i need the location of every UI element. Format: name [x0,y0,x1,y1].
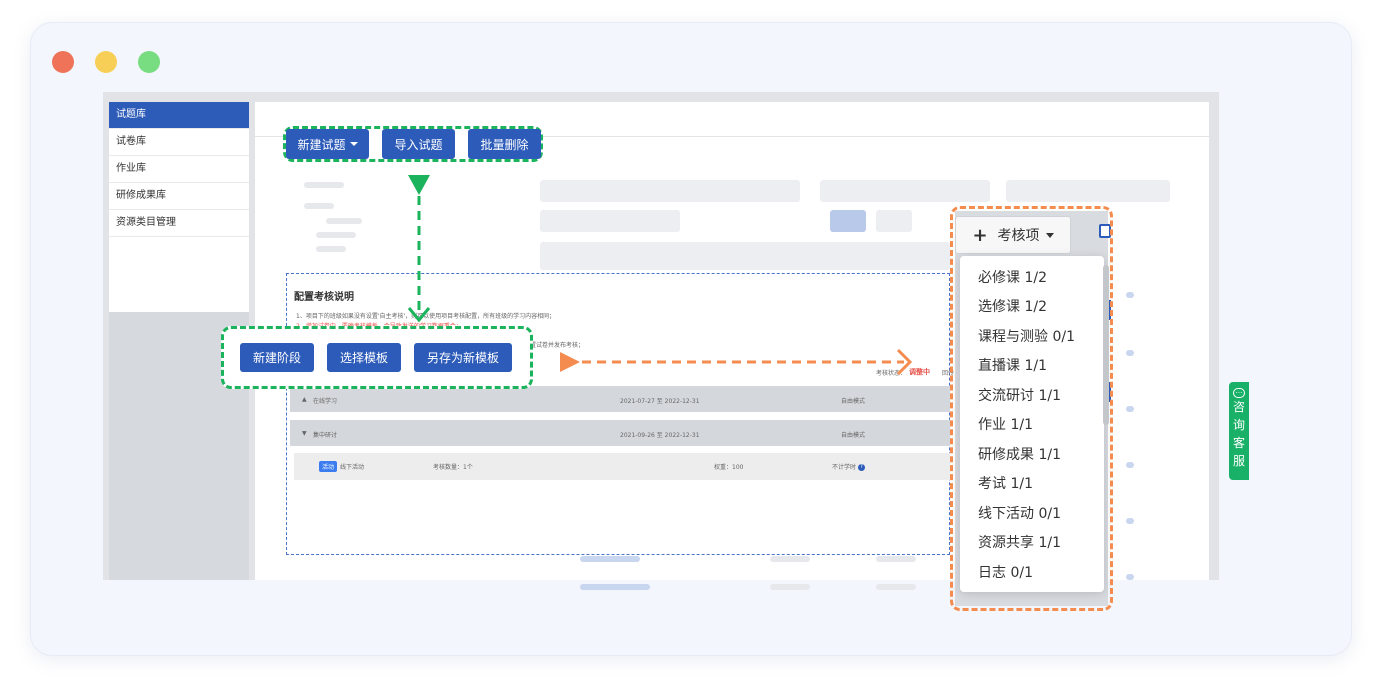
stage-name: 在线学习 [313,398,338,405]
maximize-window-dot[interactable] [138,51,160,73]
chat-bubble-icon: ··· [1233,388,1245,398]
plus-icon: + [972,224,988,246]
stage-mode: 自由模式 [841,432,866,439]
activity-weight: 权重：100 [714,464,744,471]
config-note: 置试卷并发布考核； [530,342,585,349]
blurred-tree-node [316,246,346,252]
sidebar: 试题库 试卷库 作业库 研修成果库 资源类目管理 [109,102,249,312]
blurred-reset-button [876,210,912,232]
support-char: 服 [1232,454,1245,468]
customer-service-tab[interactable]: ··· 咨 询 客 服 [1229,382,1249,480]
stage-mode: 自由模式 [841,398,866,405]
activity-count: 考核数量：1个 [433,464,473,471]
sidebar-item-question-bank[interactable]: 试题库 [109,102,249,129]
caret-down-icon [1045,232,1054,238]
menu-item-exam[interactable]: 考试 1/1 [978,476,1033,492]
blurred-tree-node [304,203,334,209]
batch-delete-button[interactable]: 批量删除 [468,129,541,159]
save-as-template-button[interactable]: 另存为新模板 [414,343,512,372]
activity-row[interactable]: 活动 线下活动 考核数量：1个 权重：100 不计学时 ? [294,453,950,480]
blurred-row-action [1126,350,1134,356]
stage-date: 2021-09-26 至 2022-12-31 [620,432,700,439]
blurred-table-header [540,242,950,270]
green-chevron-icon [407,307,431,323]
caret-up-icon: ▲ [302,396,307,403]
blurred-tree-node [326,218,362,224]
menu-item-required-course[interactable]: 必修课 1/2 [978,270,1047,286]
blurred-row-action [1126,462,1134,468]
config-title: 配置考核说明 [294,292,354,303]
blurred-filter-input [540,180,800,202]
sidebar-item-research-results[interactable]: 研修成果库 [109,183,249,210]
config-note: 1、项目下的班级如果没有设置'自主考核'，则可以使用项目考核配置，所有班级的学习… [296,313,556,320]
sidebar-item-homework-bank[interactable]: 作业库 [109,156,249,183]
orange-chevron-icon [896,348,913,376]
blurred-table-cell [876,584,916,590]
caret-down-icon [349,142,358,146]
new-stage-button[interactable]: 新建阶段 [240,343,314,372]
status-extra: 回传 [942,370,955,377]
blurred-row-action [1126,406,1134,412]
menu-item-elective-course[interactable]: 选修课 1/2 [978,299,1047,315]
assessment-menu: 必修课 1/2 选修课 1/2 课程与测验 0/1 直播课 1/1 交流研讨 1… [960,256,1104,592]
activity-tag: 活动 [319,461,338,472]
blurred-search-button [830,210,866,232]
support-char: 客 [1232,436,1245,450]
close-window-dot[interactable] [52,51,74,73]
blurred-table-cell [770,556,810,562]
toolbar-divider [255,136,1209,137]
sidebar-item-resource-categories[interactable]: 资源类目管理 [109,210,249,237]
menu-item-resource-sharing[interactable]: 资源共享 1/1 [978,535,1061,551]
menu-item-offline-activity[interactable]: 线下活动 0/1 [978,506,1061,522]
status-label: 考核状态： [876,370,907,377]
new-question-button[interactable]: 新建试题 [286,129,369,159]
sidebar-item-paper-bank[interactable]: 试卷库 [109,129,249,156]
blurred-row-action [1126,518,1134,524]
blurred-filter-input [540,210,680,232]
blurred-filter-select [1006,180,1170,202]
menu-item-discussion[interactable]: 交流研讨 1/1 [978,388,1061,404]
select-template-button[interactable]: 选择模板 [327,343,401,372]
import-question-button[interactable]: 导入试题 [382,129,455,159]
stage-row[interactable]: ▲ 在线学习 2021-07-27 至 2022-12-31 自由模式 [290,386,950,412]
activity-name: 线下活动 [340,464,365,471]
menu-item-live-class[interactable]: 直播课 1/1 [978,358,1047,374]
blurred-tree-title [304,182,344,188]
blurred-row-action [1126,574,1134,580]
menu-item-research-result[interactable]: 研修成果 1/1 [978,447,1061,463]
config-region-callout [286,273,950,555]
stage-row[interactable]: ▼ 集中研讨 2021-09-26 至 2022-12-31 自由模式 [290,420,950,446]
assessment-callout [950,206,1113,611]
blurred-table-cell [770,584,810,590]
menu-item-course-quiz[interactable]: 课程与测验 0/1 [978,329,1075,345]
menu-scrollbar[interactable] [1103,265,1109,425]
status-badge: 调整中 [909,368,930,376]
caret-down-icon: ▼ [302,430,307,437]
menu-item-homework[interactable]: 作业 1/1 [978,417,1033,433]
blurred-table-cell [876,556,916,562]
green-arrow-head-icon [408,175,430,195]
menu-item-journal[interactable]: 日志 0/1 [978,565,1033,581]
support-char: 询 [1232,418,1245,432]
blurred-table-link [580,584,650,590]
blurred-filter-select [820,180,990,202]
blurred-tree-node [316,232,356,238]
activity-hours: 不计学时 ? [832,462,865,471]
stage-date: 2021-07-27 至 2022-12-31 [620,398,700,405]
help-icon[interactable]: ? [857,464,865,471]
minimize-window-dot[interactable] [95,51,117,73]
support-char: 咨 [1232,400,1245,414]
stage-name: 集中研讨 [313,432,338,439]
blurred-table-link [580,556,640,562]
blurred-row-action [1126,292,1134,298]
add-assessment-button[interactable]: + 考核项 [955,216,1071,254]
orange-arrow-head-icon [560,352,580,372]
